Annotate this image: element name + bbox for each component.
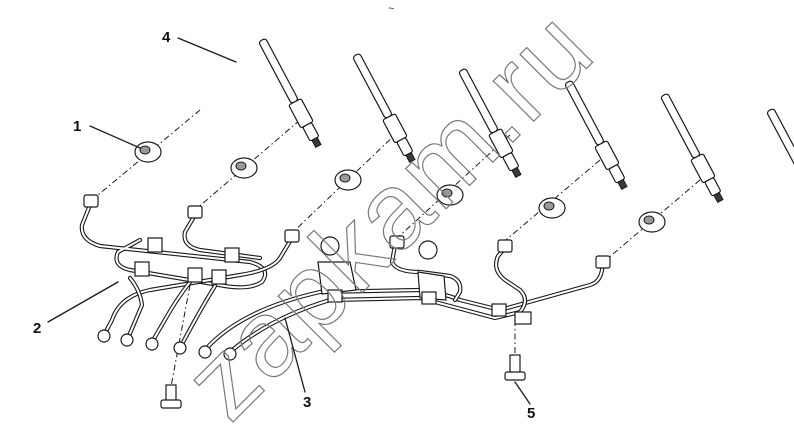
callout-2: 2 (33, 320, 41, 337)
injector-6 (766, 108, 794, 174)
seal-ring-6 (638, 211, 666, 233)
top-mark: ~ (388, 3, 394, 15)
callout-3: 3 (303, 394, 311, 411)
callout-leaders (47, 37, 531, 405)
seal-ring-1 (134, 141, 162, 163)
bolt-group (160, 354, 526, 409)
callout-4: 4 (162, 29, 171, 46)
bracket-group (134, 236, 532, 325)
injector-2 (352, 53, 416, 164)
injector-4 (564, 80, 628, 191)
injector-group (258, 38, 794, 204)
injector-5 (660, 93, 724, 204)
bolt-2 (504, 354, 526, 381)
callout-1: 1 (73, 118, 81, 135)
seal-ring-4 (436, 184, 464, 206)
seal-ring-group (134, 141, 666, 233)
bolt-1 (160, 384, 182, 409)
watermark: zapkam.ru (161, 0, 616, 440)
seal-ring-5 (538, 197, 566, 219)
pipe-connectors (83, 194, 611, 361)
seal-ring-2 (230, 157, 258, 179)
seal-ring-3 (334, 169, 362, 191)
injector-3 (458, 68, 522, 179)
injector-1 (258, 38, 322, 149)
callout-5: 5 (527, 405, 535, 422)
